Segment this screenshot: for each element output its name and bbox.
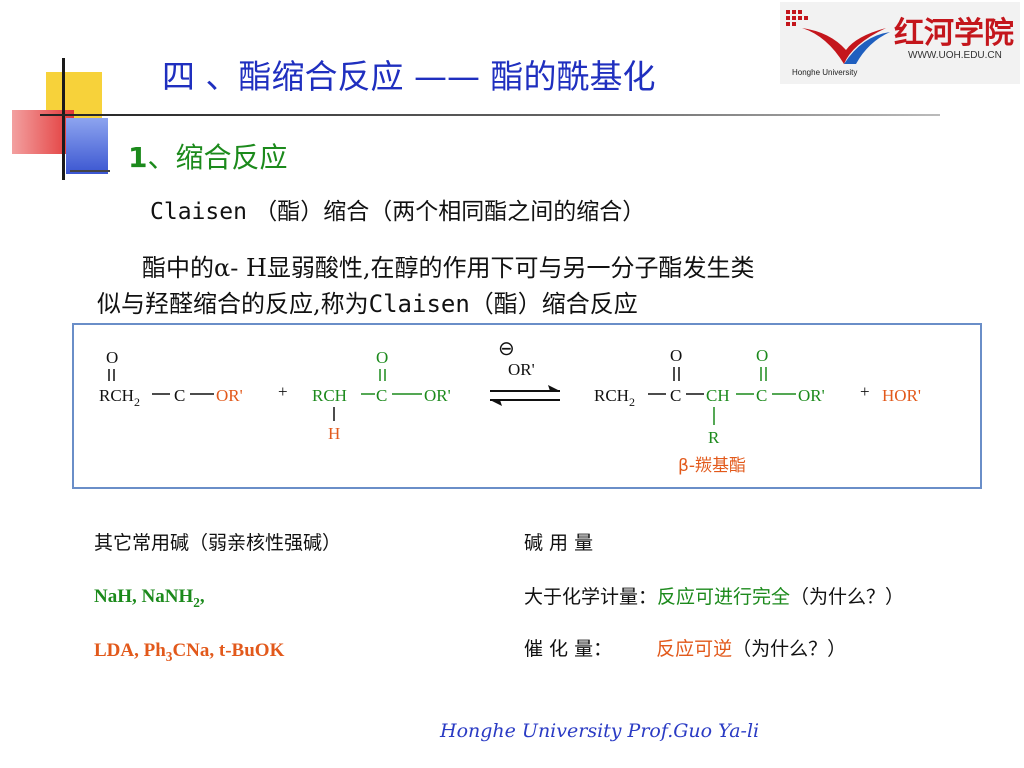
- product-r-group: R: [708, 428, 720, 447]
- university-logo: 红河学院 WWW.UOH.EDU.CN Honghe University: [780, 2, 1020, 84]
- description-line-1: 酯中的α- H显弱酸性,在醇的作用下可与另一分子酯发生类: [142, 248, 755, 283]
- reaction-equation: O RCH2 C OR' + O RCH H C OR' ⊖ OR' O RCH…: [99, 338, 921, 476]
- section-number: 1: [128, 141, 148, 174]
- negative-charge-icon: ⊖: [498, 338, 515, 360]
- bases-list-2: LDA, Ph3CNa, t-BuOK: [94, 640, 285, 664]
- reactant2-carbon: C: [376, 386, 387, 405]
- stoichiometric-row: 大于化学计量：反应可进行完全（为什么？）: [524, 586, 905, 608]
- product-ester-group: OR': [798, 386, 825, 405]
- alpha-hydrogen: H: [328, 424, 340, 443]
- reactant1-carbonyl-o: O: [106, 348, 118, 367]
- reactant1-carbon: C: [174, 386, 185, 405]
- reactant1-alkyl: RCH2: [99, 386, 140, 409]
- product-carbonyl-o-2: O: [756, 346, 768, 365]
- reactant2-alkyl: RCH: [312, 386, 347, 405]
- byproduct-alcohol: HOR': [882, 386, 921, 405]
- plus-sign-2: +: [860, 382, 870, 401]
- product-carbon-1: C: [670, 386, 681, 405]
- logo-url: WWW.UOH.EDU.CN: [908, 50, 1002, 61]
- product-carbon-2: C: [756, 386, 767, 405]
- slide-title: 四 、酯缩合反应 —— 酯的酰基化: [162, 57, 656, 96]
- description-text-a: 酯中的: [142, 254, 214, 282]
- corner-decoration-short-line: [70, 170, 110, 172]
- claisen-term: Claisen: [150, 199, 247, 225]
- reaction-scheme: O RCH2 C OR' + O RCH H C OR' ⊖ OR' O RCH…: [72, 323, 982, 489]
- logo-emblem-icon: [786, 10, 890, 64]
- bases-section: 其它常用碱（弱亲核性强碱） NaH, NaNH2, LDA, Ph3CNa, t…: [94, 528, 342, 664]
- catalytic-row: 催 化 量：反应可逆（为什么？）: [524, 638, 847, 660]
- description-text-d: （酯）缩合反应: [469, 290, 638, 318]
- reactant2-carbonyl-o: O: [376, 348, 388, 367]
- base-amount-heading: 碱 用 量: [524, 532, 594, 554]
- claisen-definition-text: （酯）缩合（两个相同酯之间的缩合）: [254, 199, 646, 225]
- description-text-b: - H显弱酸性,在醇的作用下可与另一分子酯发生类: [230, 254, 755, 282]
- footer-credit: Honghe University Prof.Guo Ya-li: [440, 720, 760, 742]
- plus-sign-1: +: [278, 382, 288, 401]
- reactant2-leaving-group: OR': [424, 386, 451, 405]
- section-title: 、缩合反应: [147, 141, 288, 174]
- section-heading: 1、缩合反应: [128, 136, 288, 176]
- reactant1-leaving-group: OR': [216, 386, 243, 405]
- product-carbonyl-o-1: O: [670, 346, 682, 365]
- alpha-symbol: α: [214, 254, 231, 282]
- description-text-c: 似与羟醛缩合的反应,称为: [97, 290, 369, 318]
- description-line-2: 似与羟醛缩合的反应,称为Claisen（酯）缩合反应: [97, 284, 638, 319]
- bases-heading: 其它常用碱（弱亲核性强碱）: [94, 532, 342, 554]
- product-ch: CH: [706, 386, 730, 405]
- claisen-term-2: Claisen: [368, 290, 470, 318]
- bases-list-1: NaH, NaNH2,: [94, 586, 205, 610]
- corner-decoration-blue: [66, 118, 108, 174]
- title-underline: [40, 114, 940, 116]
- base-alkoxide: OR': [508, 360, 535, 379]
- product-name: β-羰基酯: [678, 456, 746, 476]
- product-alkyl: RCH2: [594, 386, 635, 409]
- logo-chinese-name: 红河学院: [894, 16, 1014, 51]
- claisen-definition: Claisen （酯）缩合（两个相同酯之间的缩合）: [150, 192, 645, 226]
- corner-decoration-vertical-line: [62, 58, 65, 180]
- logo-english-name: Honghe University: [792, 68, 858, 77]
